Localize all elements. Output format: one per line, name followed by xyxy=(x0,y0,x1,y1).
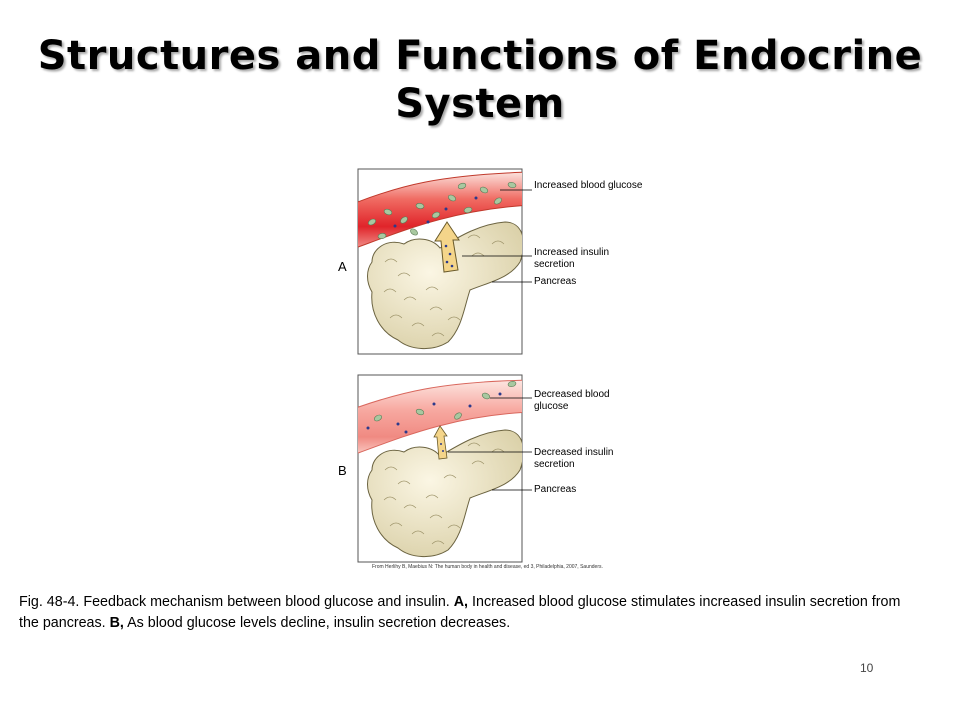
glucose-molecules-a xyxy=(367,181,517,239)
panel-a xyxy=(357,168,532,355)
blood-vessel-b xyxy=(358,379,522,454)
label-pancreas-a: Pancreas xyxy=(534,276,577,287)
panel-a-letter: A xyxy=(338,259,347,274)
page-number: 10 xyxy=(860,661,874,675)
caption-a-marker: A, xyxy=(453,594,469,610)
insulin-dots-a xyxy=(393,196,478,228)
label-increased-glucose: Increased blood glucose xyxy=(534,180,643,191)
slide-title: Structures and Functions of Endocrine Sy… xyxy=(0,32,960,128)
label-decreased-glucose: Decreased blood glucose xyxy=(534,389,610,412)
label-pancreas-b: Pancreas xyxy=(534,484,577,495)
panel-b xyxy=(357,374,532,563)
panel-b-letter: B xyxy=(338,463,347,478)
figure-caption: Fig. 48-4. Feedback mechanism between bl… xyxy=(19,592,919,634)
slide-title-text: Structures and Functions of Endocrine Sy… xyxy=(37,33,923,127)
insulin-arrow-a xyxy=(434,221,460,273)
glucose-molecules-b xyxy=(373,380,517,422)
insulin-dots-b xyxy=(366,392,502,434)
figure-credit: From Herlihy B, Maebius N: The human bod… xyxy=(372,564,603,570)
pancreas-b xyxy=(367,429,522,557)
caption-a-text: Increased blood glucose stimulates incre… xyxy=(19,594,901,631)
label-decreased-insulin: Decreased insulin secretion xyxy=(534,447,614,470)
caption-b-marker: B, xyxy=(109,615,124,631)
pancreas-a xyxy=(367,221,522,349)
caption-fig-number: Fig. 48-4. Feedback mechanism between bl… xyxy=(19,594,454,610)
label-increased-insulin: Increased insulin secretion xyxy=(534,247,610,270)
caption-b-text: As blood glucose levels decline, insulin… xyxy=(123,615,511,631)
